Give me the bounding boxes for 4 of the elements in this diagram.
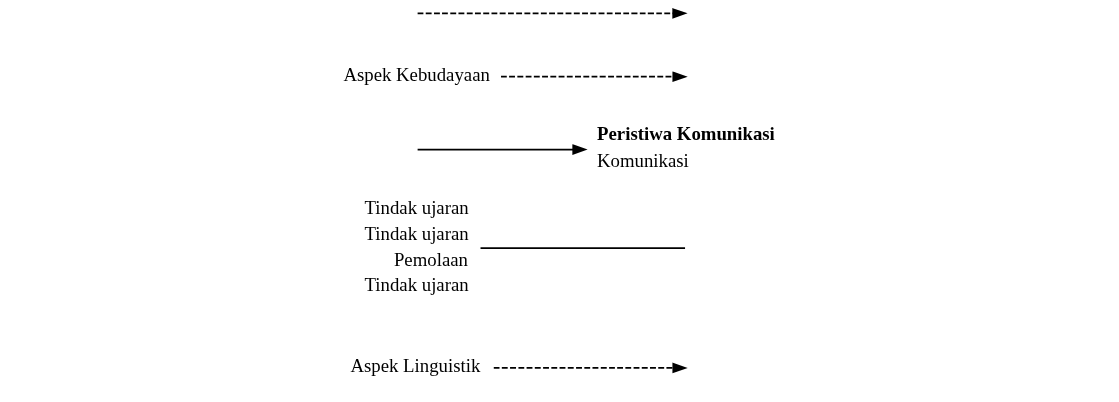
node-text: Aspek Linguistik bbox=[350, 355, 481, 377]
node-text: Tindak ujaran Tindak ujaran Pemolaan Tindak ujaran bbox=[364, 196, 469, 296]
node-text: Aspek Kebudayaan bbox=[343, 64, 490, 86]
node-text: Peristiwa Komunikasi Komunikasi bbox=[597, 122, 775, 171]
